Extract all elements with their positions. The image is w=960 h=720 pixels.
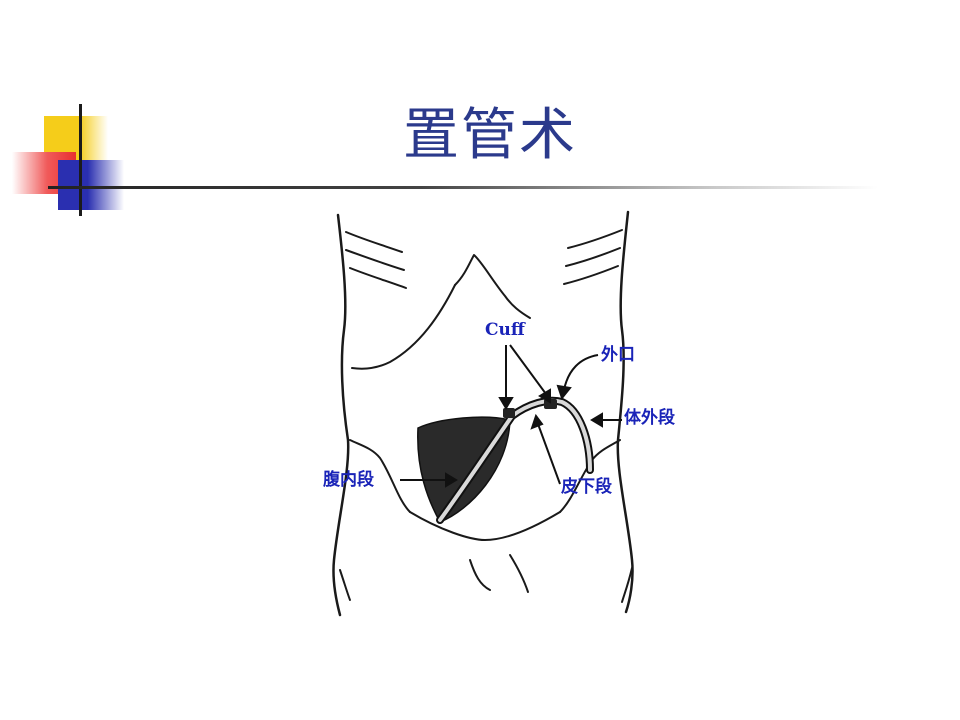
peritoneal-cavity <box>417 416 511 523</box>
slide-title: 置管术 <box>403 103 577 168</box>
catheter-tube-inner <box>438 398 592 522</box>
groin-left <box>339 569 351 601</box>
decor-blue-square <box>58 160 124 210</box>
pelvis-curve <box>409 511 561 541</box>
rib-line <box>349 267 407 289</box>
torso-right-outline <box>616 210 634 614</box>
iliac-left <box>349 439 411 513</box>
subcut-arrow <box>537 423 561 485</box>
cuff-deep <box>503 408 515 418</box>
costal-margin-left <box>351 284 456 370</box>
pubis-right <box>509 554 529 593</box>
label-intraperitoneal-segment: 腹内段 <box>323 470 374 490</box>
rib-line <box>567 229 623 249</box>
xiphoid-outline <box>454 254 531 319</box>
catheter-placement-diagram <box>332 210 634 617</box>
rib-line <box>563 265 619 285</box>
title-underline <box>48 186 878 189</box>
torso-left-outline <box>332 213 350 617</box>
exit-arrow <box>563 354 599 391</box>
label-external-segment: 体外段 <box>624 408 675 428</box>
rib-line <box>565 247 621 267</box>
decor-vertical-line <box>79 104 82 216</box>
label-exit-site: 外口 <box>601 345 635 365</box>
label-subcutaneous-segment: 皮下段 <box>561 477 612 497</box>
rib-line <box>345 249 405 271</box>
pubis-left <box>469 559 491 591</box>
rib-line <box>345 231 403 253</box>
label-cuff: Cuff <box>485 320 525 340</box>
groin-right <box>621 567 633 603</box>
cuff-arrow-2 <box>509 344 547 395</box>
